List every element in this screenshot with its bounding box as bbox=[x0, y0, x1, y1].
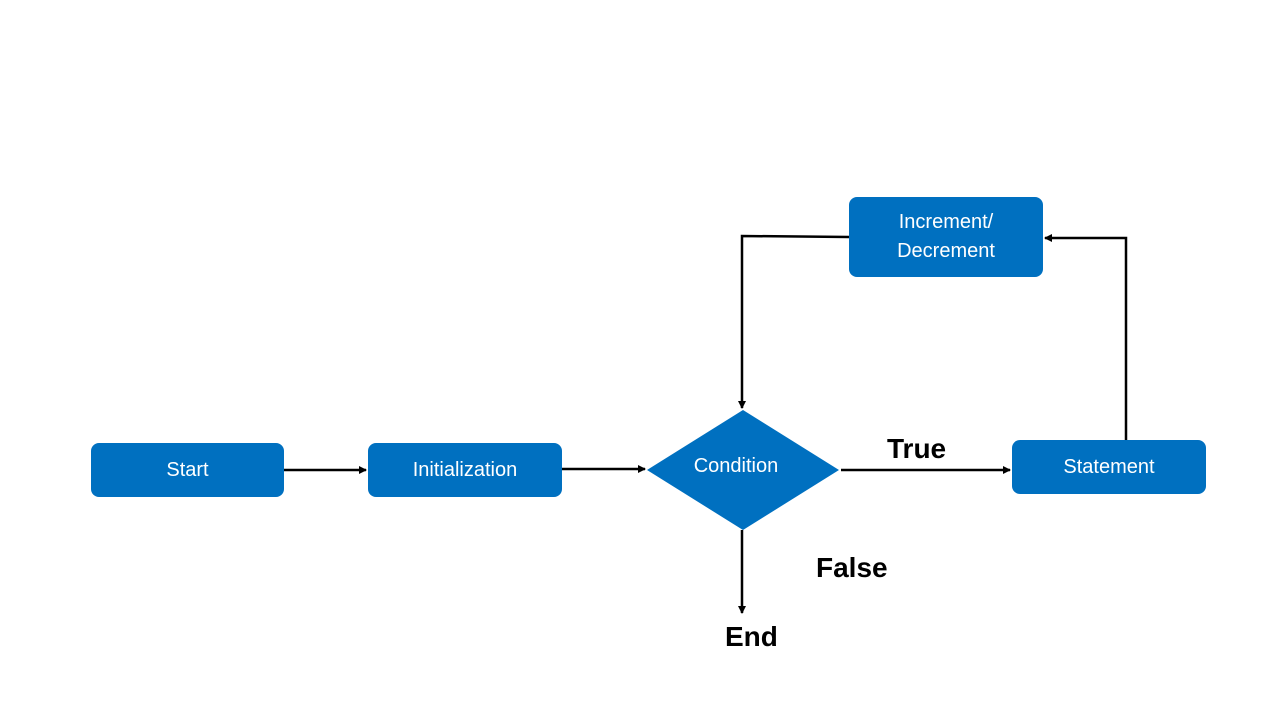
start-node: Start bbox=[91, 443, 284, 497]
statement-label: Statement bbox=[1063, 455, 1155, 478]
initialization-label: Initialization bbox=[412, 458, 518, 481]
increment-decrement-label: Increment/ Decrement bbox=[897, 211, 995, 262]
increment-decrement-node: Increment/ Decrement bbox=[849, 197, 1043, 277]
arrow-increment-to-condition bbox=[738, 234, 850, 409]
start-label: Start bbox=[166, 458, 209, 481]
arrow-statement-to-increment bbox=[1044, 234, 1128, 440]
condition-label: Condition bbox=[693, 454, 779, 477]
condition-diamond bbox=[647, 410, 839, 530]
statement-node: Statement bbox=[1012, 440, 1206, 494]
true-branch-label: True bbox=[887, 433, 947, 464]
initialization-node: Initialization bbox=[368, 443, 562, 497]
false-branch-label: False bbox=[816, 552, 888, 583]
end-label: End bbox=[725, 621, 778, 652]
